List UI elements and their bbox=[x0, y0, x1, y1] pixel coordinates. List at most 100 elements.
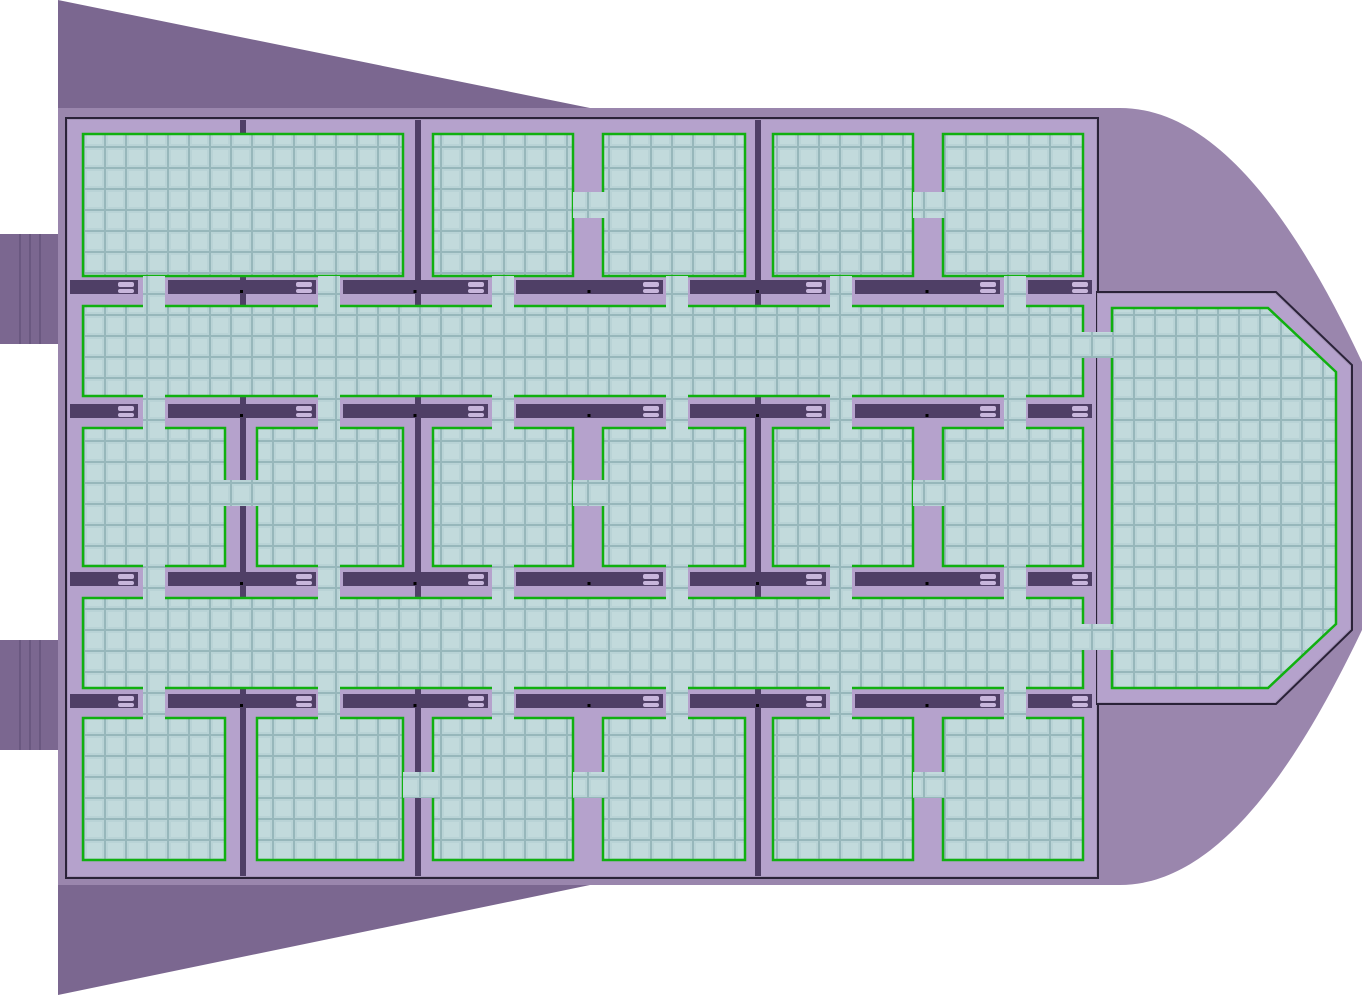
door-gap bbox=[573, 480, 605, 506]
console-dot bbox=[413, 704, 417, 707]
corridor-2 bbox=[81, 596, 1085, 690]
console-light bbox=[468, 406, 484, 411]
console-light bbox=[118, 406, 134, 411]
console-light bbox=[980, 581, 996, 585]
room-mid-4 bbox=[601, 426, 747, 568]
room-top-1 bbox=[81, 132, 405, 278]
console-dot bbox=[587, 290, 591, 293]
console-dot bbox=[240, 704, 243, 707]
door-gap bbox=[830, 686, 852, 720]
door-gap bbox=[492, 394, 514, 430]
room-bottom-3 bbox=[431, 716, 575, 862]
console-dot bbox=[756, 582, 759, 585]
door-gap bbox=[1004, 276, 1026, 308]
console-light bbox=[643, 289, 659, 293]
console-dot bbox=[925, 704, 929, 707]
console-dot bbox=[587, 414, 591, 417]
console-light bbox=[806, 282, 822, 287]
console-light bbox=[296, 703, 312, 707]
door-gap bbox=[318, 394, 340, 430]
console-light bbox=[643, 696, 659, 701]
door-gap bbox=[492, 564, 514, 600]
door-gap bbox=[1004, 564, 1026, 600]
door-gap bbox=[830, 276, 852, 308]
console-dot bbox=[413, 582, 417, 585]
console-light bbox=[296, 696, 312, 701]
door-gap bbox=[573, 772, 605, 798]
wall-segment bbox=[168, 280, 316, 294]
console-light bbox=[806, 406, 822, 411]
rear-fin-bottom bbox=[58, 885, 590, 995]
wall-segment bbox=[168, 694, 316, 708]
wall-segment bbox=[343, 404, 488, 418]
console-dot bbox=[240, 414, 243, 417]
room-top-2 bbox=[431, 132, 575, 278]
wall-segment bbox=[343, 572, 488, 586]
console-light bbox=[806, 581, 822, 585]
door-gap bbox=[318, 564, 340, 600]
console-light bbox=[468, 581, 484, 585]
console-light bbox=[1072, 289, 1088, 293]
door-gap bbox=[318, 686, 340, 720]
wall-divider bbox=[415, 120, 421, 876]
room-mid-6 bbox=[941, 426, 1085, 568]
console-light bbox=[643, 581, 659, 585]
room-mid-1 bbox=[81, 426, 227, 568]
console-dot bbox=[756, 704, 759, 707]
door-gap bbox=[666, 686, 688, 720]
console-light bbox=[296, 574, 312, 579]
console-light bbox=[468, 282, 484, 287]
console-light bbox=[806, 696, 822, 701]
console-light bbox=[980, 696, 996, 701]
console-dot bbox=[240, 290, 243, 293]
console-light bbox=[118, 696, 134, 701]
deck-rooms bbox=[81, 132, 1338, 862]
corridor-1 bbox=[81, 304, 1085, 398]
console-dot bbox=[240, 582, 243, 585]
room-top-5 bbox=[941, 132, 1085, 278]
console-light bbox=[980, 282, 996, 287]
console-light bbox=[118, 703, 134, 707]
console-light bbox=[1072, 703, 1088, 707]
room-mid-5 bbox=[771, 426, 915, 568]
console-light bbox=[118, 289, 134, 293]
console-dot bbox=[756, 290, 759, 293]
console-light bbox=[296, 289, 312, 293]
wall-segment bbox=[343, 280, 488, 294]
console-light bbox=[468, 574, 484, 579]
console-light bbox=[296, 581, 312, 585]
door-gap bbox=[666, 394, 688, 430]
wall-segment bbox=[516, 572, 663, 586]
door-gap bbox=[830, 394, 852, 430]
console-dot bbox=[413, 290, 417, 293]
console-light bbox=[118, 581, 134, 585]
room-top-3 bbox=[601, 132, 747, 278]
console-light bbox=[643, 406, 659, 411]
door-gap bbox=[143, 686, 165, 720]
console-dot bbox=[756, 414, 759, 417]
wall-consoles bbox=[70, 280, 1092, 708]
room-bottom-1 bbox=[81, 716, 227, 862]
console-light bbox=[980, 406, 996, 411]
door-gap bbox=[666, 276, 688, 308]
door-gap bbox=[830, 564, 852, 600]
wall-segment bbox=[690, 404, 826, 418]
door-gap bbox=[318, 276, 340, 308]
console-light bbox=[643, 282, 659, 287]
console-light bbox=[1072, 406, 1088, 411]
door-gap bbox=[403, 772, 435, 798]
door-gap bbox=[143, 276, 165, 308]
console-light bbox=[643, 703, 659, 707]
wall-divider bbox=[755, 120, 761, 876]
wall-segment bbox=[516, 280, 663, 294]
wall-segment bbox=[690, 572, 826, 586]
console-light bbox=[468, 413, 484, 417]
console-light bbox=[806, 574, 822, 579]
door-gap bbox=[913, 772, 945, 798]
room-bottom-6 bbox=[941, 716, 1085, 862]
console-light bbox=[643, 574, 659, 579]
console-light bbox=[1072, 581, 1088, 585]
room-bottom-2 bbox=[255, 716, 405, 862]
door-gap bbox=[913, 480, 945, 506]
